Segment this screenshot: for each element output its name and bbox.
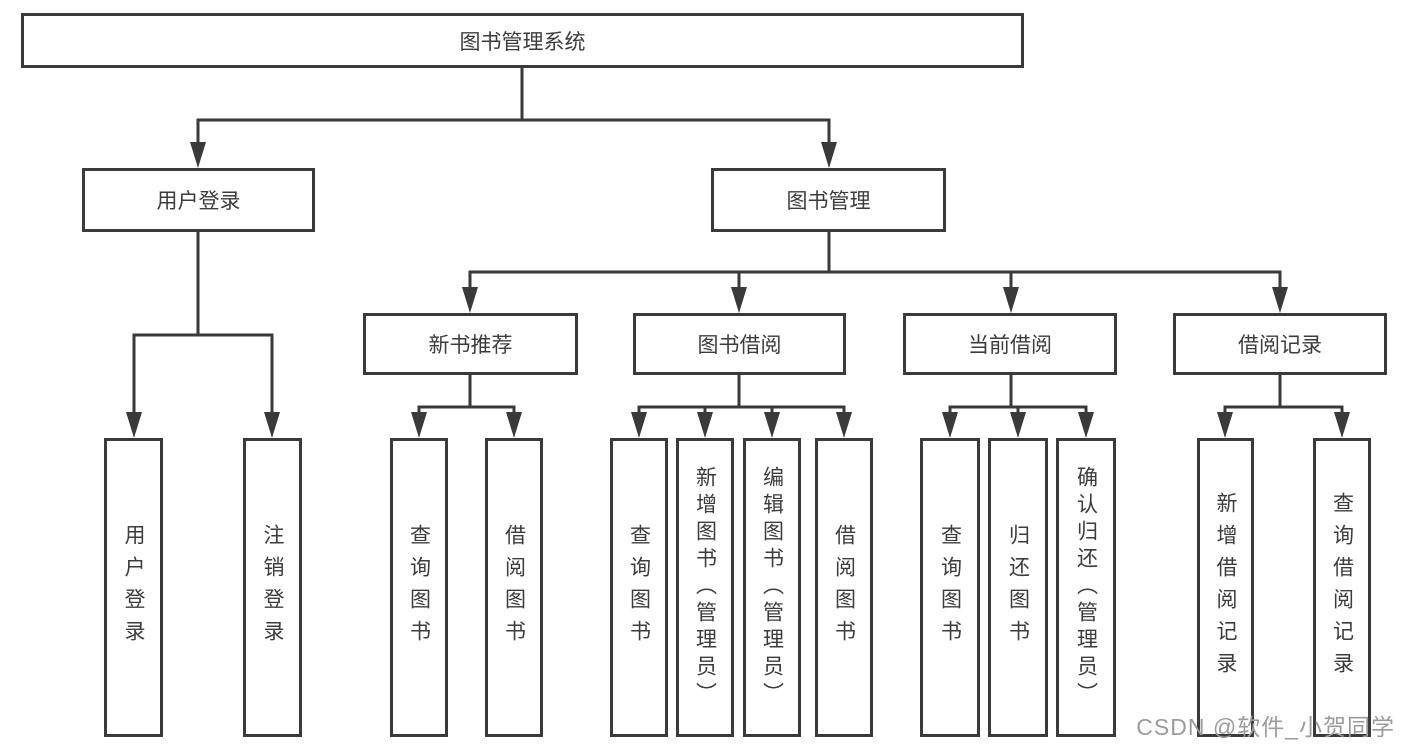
node-user-login: 用户登录 — [82, 168, 315, 232]
node-leaf-confirm-return-admin: 确认归还（管理员） — [1056, 438, 1116, 737]
node-label: 编辑图书（管理员） — [760, 466, 784, 709]
node-label: 新增借阅记录 — [1214, 491, 1237, 684]
connector-new-book-recommend-to-leaves — [411, 375, 522, 438]
node-label: 新增图书（管理员） — [693, 466, 717, 709]
node-label: 借阅记录 — [1238, 334, 1322, 357]
node-label: 查询借阅记录 — [1330, 491, 1354, 684]
csdn-watermark: CSDN @软件_小贺同学 — [1136, 714, 1395, 740]
node-leaf-borrow-books-2: 借阅图书 — [815, 438, 873, 737]
connector-borrow-records-to-leaves — [1217, 375, 1350, 438]
node-leaf-logout: 注销登录 — [243, 438, 302, 737]
node-label: 图书管理系统 — [459, 30, 586, 54]
node-leaf-query-borrow-record: 查询借阅记录 — [1313, 438, 1371, 737]
node-current-borrow: 当前借阅 — [903, 313, 1117, 375]
node-book-borrow: 图书借阅 — [633, 313, 846, 375]
node-label: 确认归还（管理员） — [1074, 466, 1098, 709]
node-label: 借阅图书 — [832, 523, 856, 652]
node-book-management: 图书管理 — [711, 168, 946, 232]
node-library-management-system: 图书管理系统 — [21, 13, 1024, 68]
node-label: 注销登录 — [261, 523, 284, 652]
node-new-book-recommend: 新书推荐 — [363, 313, 578, 375]
node-leaf-add-borrow-record: 新增借阅记录 — [1197, 438, 1254, 737]
node-label: 归还图书 — [1006, 523, 1030, 652]
node-label: 用户登录 — [122, 523, 145, 652]
node-leaf-query-books-1: 查询图书 — [390, 438, 448, 737]
node-leaf-add-books-admin: 新增图书（管理员） — [676, 438, 734, 737]
connector-user-login-to-leaves — [126, 232, 280, 438]
connector-current-borrow-to-leaves — [942, 375, 1094, 438]
connector-book-borrow-to-leaves — [631, 375, 852, 438]
node-leaf-query-books-3: 查询图书 — [920, 438, 980, 737]
node-borrow-records: 借阅记录 — [1173, 313, 1387, 375]
node-label: 当前借阅 — [968, 334, 1052, 357]
node-label: 图书借阅 — [697, 334, 782, 357]
node-leaf-edit-books-admin: 编辑图书（管理员） — [743, 438, 801, 737]
node-leaf-query-books-2: 查询图书 — [610, 438, 668, 737]
node-label: 查询图书 — [938, 523, 962, 652]
node-leaf-return-books: 归还图书 — [988, 438, 1048, 737]
connector-book-management-to-level3 — [462, 232, 1288, 313]
node-label: 新书推荐 — [428, 334, 513, 357]
node-label: 图书管理 — [786, 190, 871, 213]
node-leaf-user-login: 用户登录 — [104, 438, 163, 737]
connector-root-to-level2 — [190, 68, 837, 168]
node-label: 查询图书 — [627, 523, 651, 652]
node-label: 查询图书 — [407, 523, 431, 652]
node-label: 借阅图书 — [502, 523, 526, 652]
node-leaf-borrow-books-1: 借阅图书 — [485, 438, 543, 737]
node-label: 用户登录 — [156, 190, 241, 213]
